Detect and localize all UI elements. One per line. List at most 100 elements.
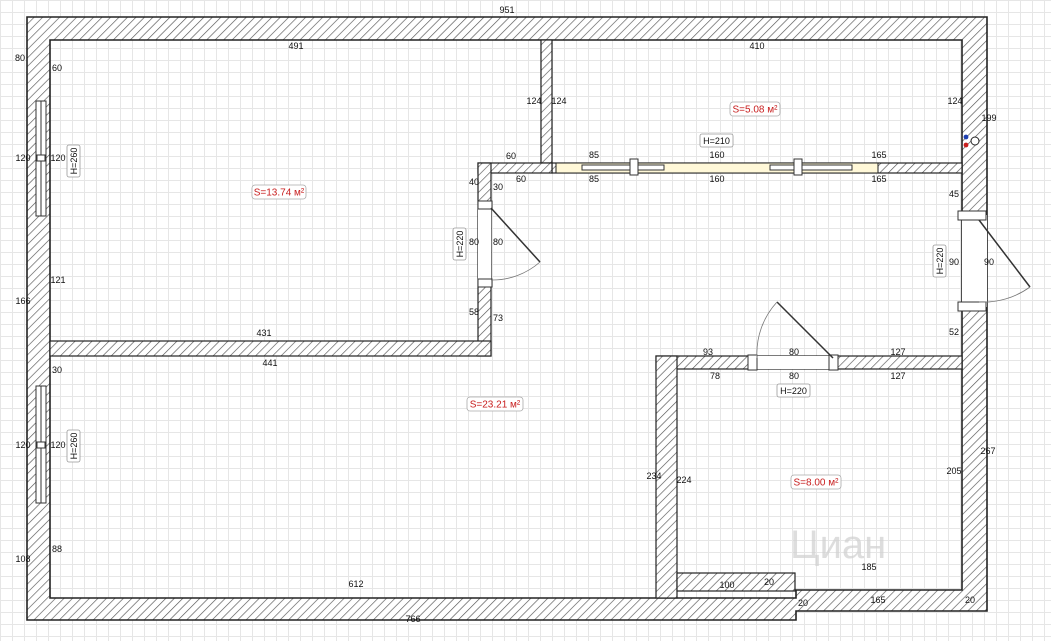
svg-text:60: 60 (52, 63, 62, 73)
svg-text:160: 160 (709, 174, 724, 184)
svg-text:H=260: H=260 (69, 433, 79, 460)
area-label-bottom-right: S=8.00 м² (790, 474, 842, 490)
svg-text:93: 93 (703, 347, 713, 357)
door-leaf-right (978, 219, 1031, 288)
svg-text:58: 58 (469, 307, 479, 317)
svg-text:234: 234 (646, 471, 661, 481)
height-label-window-top: H=260 (66, 144, 81, 178)
svg-text:88: 88 (52, 544, 62, 554)
svg-text:120: 120 (15, 440, 30, 450)
svg-text:80: 80 (493, 237, 503, 247)
height-label-door-center: H=220 (452, 227, 467, 261)
area-label-main: S=23.21 м² (466, 396, 524, 412)
door-swing-br (756, 301, 778, 359)
svg-text:199: 199 (981, 113, 996, 123)
svg-text:20: 20 (965, 595, 975, 605)
svg-text:124: 124 (551, 96, 566, 106)
riser-blue-icon (963, 134, 969, 140)
area-label-top-right: S=5.08 м² (729, 101, 781, 117)
svg-text:224: 224 (676, 475, 691, 485)
svg-text:80: 80 (789, 347, 799, 357)
door-jamb-br-left (747, 354, 758, 371)
watermark: Циан (790, 523, 886, 567)
svg-text:441: 441 (262, 358, 277, 368)
area-label-top-left: S=13.74 м² (251, 184, 307, 200)
svg-text:124: 124 (947, 96, 962, 106)
door-jamb-bottom (477, 278, 493, 288)
svg-text:90: 90 (984, 257, 994, 267)
svg-text:165: 165 (871, 150, 886, 160)
svg-text:H=220: H=220 (455, 231, 465, 258)
svg-text:766: 766 (405, 614, 420, 624)
svg-text:120: 120 (50, 440, 65, 450)
door-leaf-br (776, 301, 834, 359)
door-jamb-br-right (828, 354, 839, 371)
svg-text:S=8.00 м²: S=8.00 м² (794, 478, 840, 489)
svg-text:80: 80 (789, 371, 799, 381)
svg-text:100: 100 (719, 580, 734, 590)
riser-circle-icon (970, 136, 980, 146)
svg-text:431: 431 (256, 328, 271, 338)
svg-text:73: 73 (493, 313, 503, 323)
svg-text:121: 121 (50, 275, 65, 285)
svg-text:H=220: H=220 (780, 386, 807, 396)
sliding-panel-left (581, 164, 665, 171)
wall-top-partition (540, 39, 553, 164)
svg-text:45: 45 (949, 189, 959, 199)
dimensions: 951 491 410 80 60 120 120 121 166 30 120… (15, 5, 997, 624)
svg-text:120: 120 (15, 153, 30, 163)
svg-text:H=260: H=260 (69, 148, 79, 175)
door-jamb-right-top (957, 210, 987, 221)
height-label-window-bottom: H=260 (66, 429, 81, 463)
sliding-stop-b (793, 158, 803, 176)
svg-text:127: 127 (890, 371, 905, 381)
door-jamb-right-bottom (957, 301, 987, 312)
svg-text:120: 120 (50, 153, 65, 163)
svg-text:80: 80 (15, 53, 25, 63)
sliding-panel-right (769, 164, 853, 171)
svg-text:612: 612 (348, 579, 363, 589)
svg-text:20: 20 (764, 577, 774, 587)
svg-text:S=13.74 м²: S=13.74 м² (254, 188, 305, 199)
window-left-top-mark (36, 154, 46, 162)
door-leaf-center (490, 207, 541, 263)
svg-text:60: 60 (516, 174, 526, 184)
sliding-stop-a (629, 158, 639, 176)
door-gap-center (478, 205, 491, 283)
height-label-door-right: H=220 (932, 244, 947, 278)
svg-text:40: 40 (469, 177, 479, 187)
svg-text:185: 185 (861, 562, 876, 572)
door-gap-right (962, 215, 987, 307)
window-left-bottom-mark (36, 441, 46, 449)
exterior-walls (26, 16, 988, 621)
svg-text:124: 124 (526, 96, 541, 106)
wall-br-left (655, 355, 678, 599)
svg-text:52: 52 (949, 327, 959, 337)
svg-text:S=23.21 м²: S=23.21 м² (470, 400, 521, 411)
svg-text:165: 165 (871, 174, 886, 184)
svg-text:85: 85 (589, 150, 599, 160)
svg-text:166: 166 (15, 296, 30, 306)
door-swing-center (490, 261, 541, 281)
svg-text:410: 410 (749, 41, 764, 51)
svg-text:H=210: H=210 (703, 136, 730, 146)
svg-text:S=5.08 м²: S=5.08 м² (733, 105, 779, 116)
svg-text:60: 60 (506, 151, 516, 161)
door-gap-br (752, 356, 834, 369)
svg-text:30: 30 (52, 365, 62, 375)
svg-text:951: 951 (499, 5, 514, 15)
svg-text:127: 127 (890, 347, 905, 357)
height-label-opening-top: H=210 (699, 133, 734, 148)
svg-text:160: 160 (709, 150, 724, 160)
svg-text:30: 30 (493, 182, 503, 192)
svg-text:80: 80 (469, 237, 479, 247)
height-label-door-bottom: H=220 (776, 383, 811, 398)
svg-text:90: 90 (949, 257, 959, 267)
svg-text:165: 165 (870, 595, 885, 605)
svg-text:491: 491 (288, 41, 303, 51)
svg-text:20: 20 (798, 598, 808, 608)
riser-red-icon (963, 142, 969, 148)
svg-text:108: 108 (15, 554, 30, 564)
svg-text:205: 205 (946, 466, 961, 476)
